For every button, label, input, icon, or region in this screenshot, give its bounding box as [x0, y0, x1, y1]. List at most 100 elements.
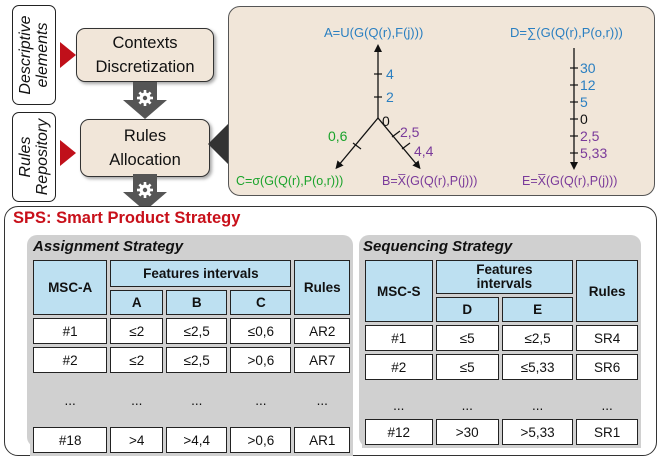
cell: ≤5: [435, 325, 499, 351]
header-rules-s: Rules: [576, 260, 638, 322]
tick-e-label-1: 2,5: [580, 128, 600, 144]
rules-repo-label-line1: Rules: [17, 136, 34, 178]
cell: SR1: [576, 419, 638, 445]
cell: AR7: [294, 347, 350, 373]
cell: AR1: [294, 427, 350, 453]
header-msc-a: MSC-A: [33, 260, 108, 315]
rules-repository-label-box: Rules Repository: [12, 112, 56, 202]
cell: ...: [255, 392, 267, 408]
tick-b-label-1: 2,5: [400, 124, 420, 140]
header-d: D: [435, 297, 499, 322]
tick-b-label-2: 4,4: [414, 143, 434, 159]
cell: >30: [435, 419, 499, 445]
cell: >4: [110, 427, 164, 453]
header-c: C: [230, 290, 292, 315]
gear-icon: [137, 182, 153, 198]
label-b: B=X̅(G(Q(r),P(j))): [382, 174, 477, 188]
tick-b-2: [401, 142, 411, 150]
descriptive-elements-label: Descriptive elements: [17, 15, 51, 94]
assignment-table: MSC-A Features intervals Rules A B C #1 …: [30, 257, 353, 456]
cell: #12: [365, 419, 433, 445]
tick-d-label-30: 30: [580, 60, 596, 76]
rules-repo-label-line2: Repository: [34, 118, 51, 196]
gear-arrow-down-1: [123, 82, 167, 119]
cell: >5,33: [501, 419, 574, 445]
header-features-s-line2: intervals: [476, 276, 533, 291]
header-features-a: Features intervals: [110, 260, 292, 287]
tick-b-1: [391, 130, 401, 138]
feature-space-diagram: A=U(G(Q(r),F(j))) 4 2 0 0,6 2,5 4,4 C=σ(…: [236, 25, 623, 188]
cell: ≤2,5: [166, 347, 228, 373]
cell: ...: [316, 392, 328, 408]
sequencing-panel: Sequencing Strategy MSC-S Features inter…: [359, 235, 641, 448]
header-features-s-line1: Features: [476, 262, 533, 277]
callout-pointer: [208, 122, 230, 166]
cell: ...: [393, 397, 405, 413]
cell: ≤2: [110, 318, 164, 344]
label-e: E=X̅(G(Q(r),P(j))): [522, 174, 617, 188]
cell: ≤5,33: [501, 354, 574, 380]
cell: #2: [33, 347, 108, 373]
header-e: E: [501, 297, 574, 322]
cell: SR6: [576, 354, 638, 380]
tick-a-label-4: 4: [386, 66, 394, 82]
cell: ≤0,6: [230, 318, 292, 344]
header-rules-a: Rules: [294, 260, 350, 315]
rules-repository-label: Rules Repository: [17, 119, 51, 195]
descriptive-input-arrow: [60, 42, 76, 68]
cell: ...: [64, 392, 76, 408]
axis-b: [377, 117, 421, 170]
sps-title: SPS: Smart Product Strategy: [13, 209, 241, 227]
table-row: #1 ≤2 ≤2,5 ≤0,6 AR2: [33, 318, 350, 344]
assignment-panel: Assignment Strategy MSC-A Features inter…: [27, 235, 353, 456]
origin-a: 0: [382, 113, 390, 129]
contexts-line2: Discretization: [95, 58, 195, 76]
tick-e-label-2: 5,33: [580, 145, 607, 161]
cell: AR2: [294, 318, 350, 344]
cell: #2: [365, 354, 433, 380]
contexts-discretization-box: Contexts Discretization: [76, 28, 214, 82]
sps-frame: SPS: Smart Product Strategy Assignment S…: [4, 206, 657, 456]
cell: ≤5: [435, 354, 499, 380]
axis-c: [335, 117, 379, 170]
cell: ...: [531, 397, 544, 413]
header-b: B: [166, 290, 228, 315]
cell: SR4: [576, 325, 638, 351]
cell: >0,6: [230, 347, 292, 373]
gear-arrow-down-2: [123, 174, 167, 211]
table-row-ellipsis: ... ... ... ...: [365, 394, 638, 416]
rules-line2: Allocation: [109, 151, 181, 169]
rules-allocation-box: Rules Allocation: [80, 119, 210, 177]
gear-icon: [137, 90, 153, 106]
assignment-title: Assignment Strategy: [33, 238, 184, 255]
descriptive-elements-label-box: Descriptive elements: [12, 5, 56, 105]
cell: >4,4: [166, 427, 228, 453]
tick-c-1: [352, 142, 362, 150]
header-features-s: Features intervals: [435, 260, 574, 294]
cell: >0,6: [230, 427, 292, 453]
cell: #1: [365, 325, 433, 351]
tick-d-label-5: 5: [580, 94, 588, 110]
origin-d: 0: [580, 111, 588, 127]
cell: ≤2,5: [166, 318, 228, 344]
tick-a-label-2: 2: [386, 89, 394, 105]
descriptive-label-line2: elements: [34, 22, 51, 88]
cell: #18: [33, 427, 108, 453]
label-a: A=U(G(Q(r),F(j))): [324, 25, 423, 40]
cell: ≤2: [110, 347, 164, 373]
feature-space-callout: [228, 6, 655, 196]
header-a: A: [110, 290, 164, 315]
table-row: #1 ≤5 ≤2,5 SR4: [365, 325, 638, 351]
table-row-ellipsis: ... ... ... ... ...: [33, 387, 350, 413]
sequencing-table: MSC-S Features intervals Rules D E #1 ≤5…: [362, 257, 641, 448]
tick-c-label: 0,6: [328, 128, 348, 144]
cell: ...: [601, 397, 613, 413]
rules-input-arrow: [60, 140, 76, 166]
table-row: #12 >30 >5,33 SR1: [365, 419, 638, 445]
rules-line1: Rules: [123, 127, 167, 145]
descriptive-label-line1: Descriptive: [17, 15, 34, 95]
cell: ...: [131, 392, 143, 408]
cell: ≤2,5: [501, 325, 574, 351]
cell: ...: [461, 397, 473, 413]
sequencing-title: Sequencing Strategy: [363, 238, 513, 255]
